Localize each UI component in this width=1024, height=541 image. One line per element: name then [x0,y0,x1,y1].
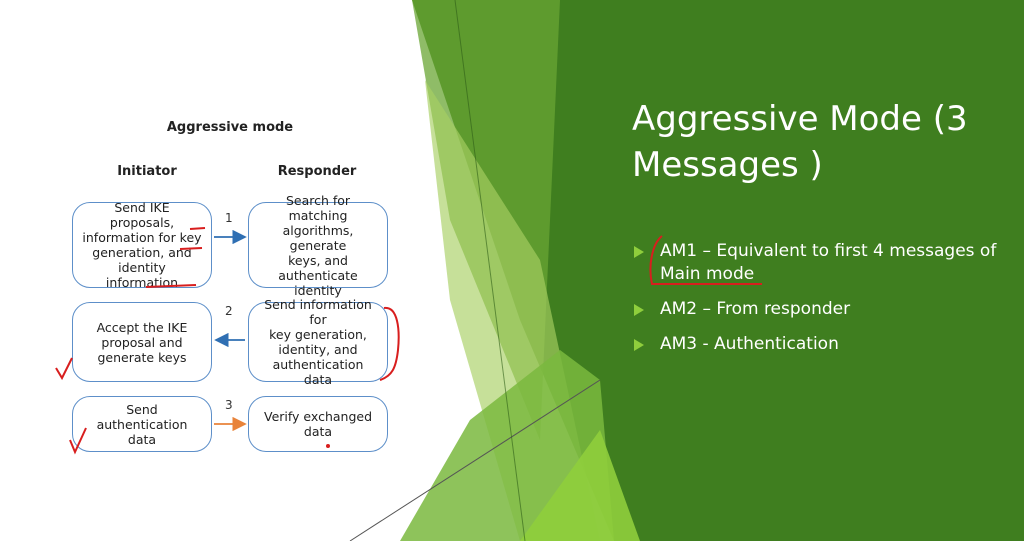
slide-title: Aggressive Mode (3 Messages ) [632,99,968,185]
diagram-title: Aggressive mode [166,120,294,135]
initiator-box-3: Send authentication data [72,396,212,452]
responder-box-2: Send information for key generation, ide… [248,297,388,387]
step-number-3: 3 [225,398,233,412]
initiator-heading: Initiator [117,164,177,179]
triangle-bullet-icon [634,246,644,258]
bullet-item-1: AM1 – Equivalent to first 4 messages of … [634,240,1014,286]
initiator-box-2: Accept the IKE proposal and generate key… [72,302,212,382]
green-bright-bottom [520,430,640,541]
bullet-text-2: AM2 – From responder [660,299,851,319]
initiator-box-1: Send IKE proposals, information for key … [72,200,212,290]
responder-box-3: Verify exchanged data [248,396,388,452]
triangle-bullet-icon [634,304,644,316]
bullet-item-2: AM2 – From responder [634,298,1014,321]
bullet-list: AM1 – Equivalent to first 4 messages of … [634,240,1014,368]
bullet-item-3: AM3 - Authentication [634,333,1014,356]
step-number-1: 1 [225,211,233,225]
diagonal-line [349,379,601,541]
step-number-2: 2 [225,304,233,318]
responder-heading: Responder [277,164,357,179]
responder-box-1: Search for matching algorithms, generate… [248,193,388,298]
triangle-bullet-icon [634,339,644,351]
bullet-text-1: AM1 – Equivalent to first 4 messages of … [660,241,997,284]
diagonal-line-2 [454,0,526,541]
bullet-text-3: AM3 - Authentication [660,334,839,354]
